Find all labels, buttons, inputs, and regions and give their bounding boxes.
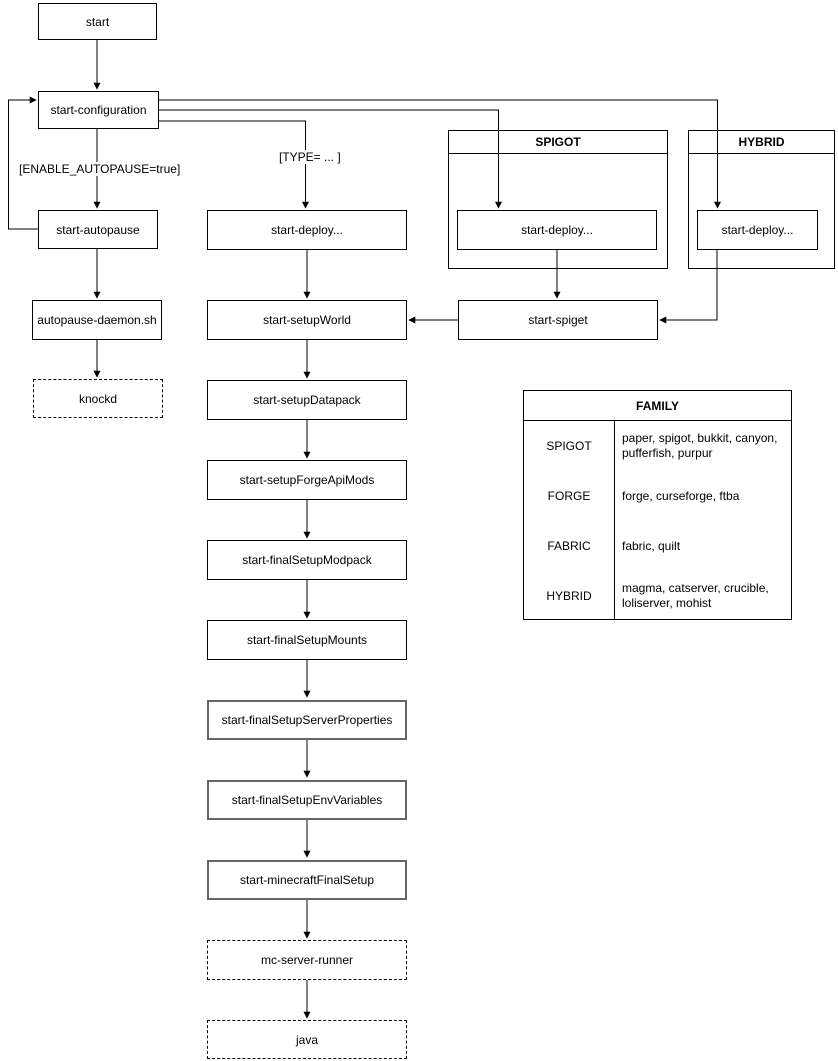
node-start-autopause: start-autopause	[38, 210, 158, 249]
family-table-title: FAMILY	[524, 391, 791, 421]
group-hybrid-title: HYBRID	[689, 131, 834, 154]
node-start-setup-datapack: start-setupDatapack	[207, 380, 407, 420]
node-start-final-setup-mounts: start-finalSetupMounts	[207, 620, 407, 660]
edge-label-type: [TYPE= ... ]	[277, 150, 343, 164]
node-java: java	[207, 1020, 407, 1059]
node-hybrid-start-deploy: start-deploy...	[697, 210, 818, 250]
node-start-setup-world: start-setupWorld	[207, 300, 407, 340]
group-spigot-title: SPIGOT	[449, 131, 667, 154]
family-members: paper, spigot, bukkit, canyon, pufferfis…	[622, 431, 778, 460]
edge-label-enable-autopause: [ENABLE_AUTOPAUSE=true]	[17, 162, 183, 176]
family-members: magma, catserver, crucible, loliserver, …	[622, 581, 769, 610]
family-name: HYBRID	[546, 589, 592, 603]
family-row-hybrid: HYBRID magma, catserver, crucible, lolis…	[524, 571, 791, 621]
family-table-body: SPIGOT paper, spigot, bukkit, canyon, pu…	[524, 421, 791, 620]
family-name: FABRIC	[547, 539, 591, 553]
family-name: SPIGOT	[546, 439, 592, 453]
family-row-fabric: FABRIC fabric, quilt	[524, 521, 791, 571]
node-start-setup-forge-api-mods: start-setupForgeApiMods	[207, 460, 407, 500]
node-start: start	[38, 3, 157, 40]
node-start-spiget: start-spiget	[458, 300, 658, 340]
family-members: forge, curseforge, ftba	[622, 488, 740, 503]
edge-autopause-loop-to-configuration	[8, 96, 38, 230]
node-knockd: knockd	[33, 379, 163, 418]
node-start-final-setup-server-properties: start-finalSetupServerProperties	[207, 700, 407, 740]
edge-configuration-to-spigot-deploy	[159, 109, 502, 209]
node-autopause-daemon: autopause-daemon.sh	[32, 300, 162, 340]
family-members: fabric, quilt	[622, 538, 681, 553]
node-start-final-setup-modpack: start-finalSetupModpack	[207, 540, 407, 580]
family-name: FORGE	[547, 489, 591, 503]
edge-configuration-to-hybrid-deploy	[159, 99, 721, 209]
node-start-final-setup-env-variables: start-finalSetupEnvVariables	[207, 780, 407, 820]
family-row-spigot: SPIGOT paper, spigot, bukkit, canyon, pu…	[524, 421, 791, 471]
node-start-deploy: start-deploy...	[207, 210, 407, 250]
node-start-minecraft-final-setup: start-minecraftFinalSetup	[207, 860, 407, 900]
node-start-configuration: start-configuration	[38, 91, 159, 129]
edge-hybrid-deploy-to-spiget	[659, 250, 718, 324]
family-table: FAMILY SPIGOT paper, spigot, bukkit, can…	[523, 390, 792, 620]
family-table-divider	[614, 421, 615, 620]
edge-configuration-to-deploy	[159, 120, 309, 209]
family-row-forge: FORGE forge, curseforge, ftba	[524, 471, 791, 521]
node-mc-server-runner: mc-server-runner	[207, 940, 407, 980]
node-spigot-start-deploy: start-deploy...	[457, 210, 657, 250]
